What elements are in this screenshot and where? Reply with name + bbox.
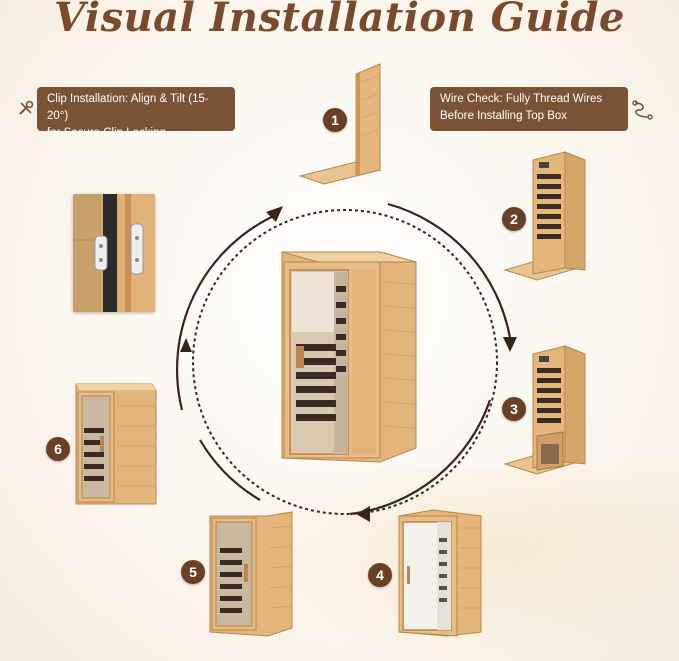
step-4-illustration	[398, 509, 482, 637]
step-1-illustration	[298, 63, 382, 185]
step-badge-3: 3	[502, 397, 526, 421]
step-2-illustration	[503, 151, 587, 281]
wrench-screwdriver-icon	[19, 100, 34, 115]
clip-note-line2: for Secure Clip Locking	[47, 127, 166, 139]
clip-detail-photo	[73, 194, 155, 312]
wire-note-line2: Before Installing Top Box	[440, 110, 568, 122]
clip-note-line1: Clip Installation: Align & Tilt (15-20°)	[47, 93, 209, 122]
step-3-illustration	[503, 345, 587, 475]
wire-icon	[632, 100, 653, 120]
step-badge-5: 5	[181, 560, 205, 584]
step-badge-2: 2	[502, 207, 526, 231]
step-5-illustration	[209, 511, 293, 637]
step-badge-4: 4	[368, 563, 392, 587]
assembled-sauna-illustration	[281, 251, 417, 463]
page-title: Visual Installation Guide	[54, 0, 625, 41]
step-badge-1: 1	[323, 108, 347, 132]
wire-note-line1: Wire Check: Fully Thread Wires	[440, 93, 603, 105]
clip-installation-note: Clip Installation: Align & Tilt (15-20°)…	[37, 87, 235, 139]
step-6-illustration	[75, 383, 157, 505]
step-badge-6: 6	[46, 437, 70, 461]
wire-check-note: Wire Check: Fully Thread Wires Before In…	[430, 87, 628, 131]
